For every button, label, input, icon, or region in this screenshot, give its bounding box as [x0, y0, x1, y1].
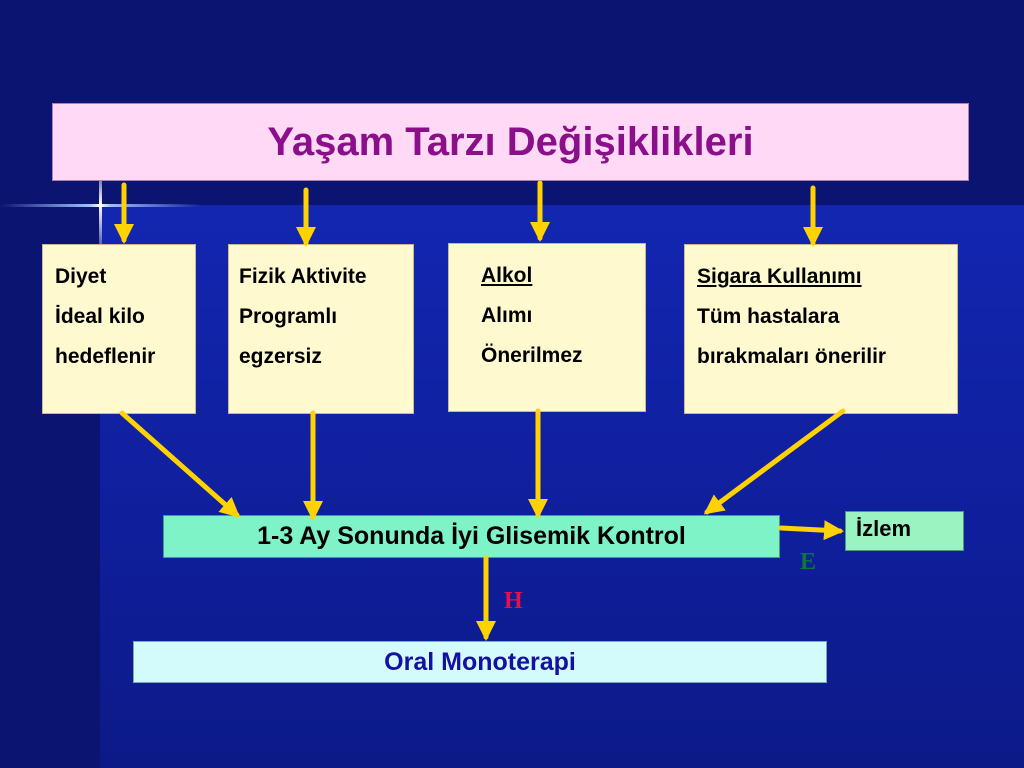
yes-letter: E — [800, 549, 817, 575]
card-smoking-line-2: Tüm hastalara — [697, 305, 840, 328]
card-diet-line-2: İdeal kilo — [55, 305, 145, 328]
arrow-smoking-to-control — [703, 408, 846, 515]
light-glint-vertical — [99, 160, 102, 260]
card-alcohol-line-2: Alımı — [481, 304, 533, 327]
card-smoking-line-3: bırakmaları önerilir — [697, 345, 887, 368]
card-diet: Diyet İdeal kilo hedeflenir — [42, 244, 196, 414]
title-box: Yaşam Tarzı Değişiklikleri — [52, 103, 969, 181]
card-activity-line-1: Fizik Aktivite — [239, 265, 367, 288]
card-activity-line-2: Programlı — [239, 305, 338, 328]
card-diet-line-3: hedeflenir — [55, 345, 156, 368]
arrow-control-to-followup — [778, 520, 844, 541]
card-alcohol: Alkol Alımı Önerilmez — [448, 243, 646, 412]
no-letter: H — [504, 588, 523, 614]
card-smoking: Sigara Kullanımı Tüm hastalara bırakmala… — [684, 244, 958, 414]
card-alcohol-line-1: Alkol — [481, 264, 533, 287]
glycemic-control-label: 1-3 Ay Sonunda İyi Glisemik Kontrol — [257, 522, 686, 550]
oral-monotherapy-label: Oral Monoterapi — [384, 647, 576, 676]
follow-up-label: İzlem — [856, 516, 912, 541]
card-physical-activity: Fizik Aktivite Programlı egzersiz — [228, 244, 414, 414]
glycemic-control-box: 1-3 Ay Sonunda İyi Glisemik Kontrol — [163, 515, 780, 558]
diagram-title: Yaşam Tarzı Değişiklikleri — [267, 119, 754, 164]
card-smoking-line-1: Sigara Kullanımı — [697, 265, 862, 288]
oral-monotherapy-box: Oral Monoterapi — [133, 641, 827, 683]
card-alcohol-line-3: Önerilmez — [481, 344, 583, 367]
card-diet-line-1: Diyet — [55, 265, 107, 288]
arrow-diet-to-control — [119, 410, 240, 518]
follow-up-box: İzlem — [845, 511, 964, 551]
card-activity-line-3: egzersiz — [239, 345, 322, 368]
